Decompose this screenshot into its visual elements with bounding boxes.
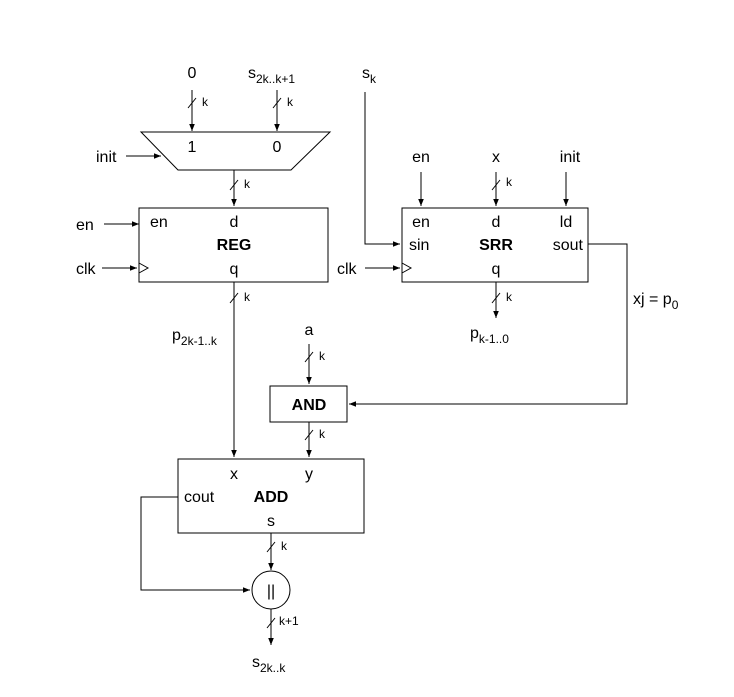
srr-clk-label: clk [337,261,358,278]
mux-input-0-label: 0 [273,139,282,156]
width-label: k+1 [279,614,299,628]
signal-p-high-label: p2k-1..k [172,327,218,348]
width-slash [229,179,239,191]
input-zero-label: 0 [188,65,197,82]
srr-x-label: x [492,149,500,166]
adder-port-x: x [230,466,238,483]
srr-port-ld: ld [560,214,572,231]
width-label: k [244,177,251,191]
adder-port-cout: cout [184,489,215,506]
width-slash [229,292,239,304]
multiplexer [139,131,332,171]
concat-symbol: || [267,583,275,600]
width-slash [266,617,276,629]
width-slash [272,97,282,109]
reg-port-d: d [230,214,239,231]
width-slash [187,97,197,109]
srr-clock-triangle [401,262,413,274]
output-s-label: s2k..k [252,654,286,675]
mux-input-1-label: 1 [188,139,197,156]
shift-register-box [401,207,589,283]
width-slash [491,292,501,304]
srr-init-label: init [560,149,581,166]
wire-cout-to-concat [140,496,250,593]
adder-port-y: y [305,466,313,483]
width-label: k [506,175,513,189]
adder-box [177,458,365,534]
reg-title: REG [217,237,252,254]
width-label: k [506,290,513,304]
srr-title: SRR [479,237,513,254]
width-label: k [281,539,288,553]
reg-clock-triangle [138,262,150,274]
adder-title: ADD [254,489,289,506]
width-label: k [202,95,209,109]
width-slash [491,179,501,191]
width-label: k [287,95,294,109]
width-slash [266,541,276,553]
reg-port-q: q [230,261,239,278]
width-slash [304,351,314,363]
width-slash [304,429,314,441]
wire-sout-to-and [349,243,628,407]
srr-port-sin: sin [409,237,429,254]
reg-clk-label: clk [76,261,97,278]
reg-en-label: en [76,217,94,234]
signal-xj-label: xj = p0 [633,291,679,312]
srr-port-en: en [412,214,430,231]
input-sk-label: sk [362,65,377,86]
width-label: k [319,349,326,363]
and-gate-box [269,385,348,423]
reg-port-en: en [150,214,168,231]
srr-en-label: en [412,149,430,166]
srr-port-d: d [492,214,501,231]
width-label: k [319,427,326,441]
and-title: AND [292,397,327,414]
srr-port-sout: sout [553,237,584,254]
adder-port-s: s [267,513,275,530]
and-input-a-label: a [305,322,314,339]
wire-sk-to-sin [364,92,400,247]
srr-port-q: q [492,261,501,278]
mux-select-label: init [96,149,117,166]
signal-p-low-label: pk-1..0 [470,325,509,346]
input-s-high-label: s2k..k+1 [248,65,295,86]
width-label: k [244,290,251,304]
